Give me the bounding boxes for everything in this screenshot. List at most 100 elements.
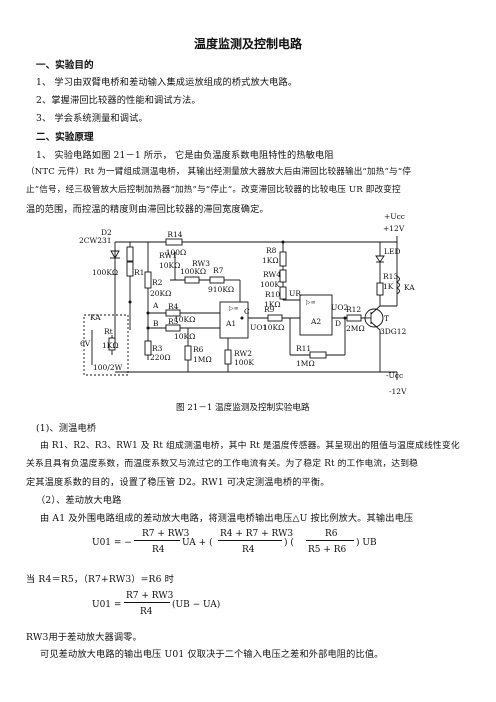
label-d2: D2 (101, 228, 112, 237)
eq2-lhs: U01 = (92, 600, 122, 610)
equation-1: U01 = − R7 + RW3 R4 UA + ( R4 + R7 + RW3… (92, 527, 422, 561)
label-heater: 100/2W (93, 363, 123, 372)
label-r2: R2 (152, 278, 163, 287)
sub2-condition: 当 R4＝R5，（R7+RW3）=R6 时 (26, 574, 174, 585)
section2-line: 1、 实验电路如图 21－1 所示， 它是由负温度系数电阻特性的热敏电阻 (36, 150, 334, 161)
label-ucc-bottom: -Ucc (386, 371, 403, 380)
sub1-line: 由 R1、R2、R3、RW1 及 Rt 组成测温电桥，其中 Rt 是温度传感器。… (40, 441, 460, 451)
label-rw4: RW4 (263, 270, 281, 279)
label-uo2: UO2 (331, 303, 348, 312)
label-r5-value: 10KΩ (174, 332, 195, 341)
section1-heading: 一、实验目的 (36, 60, 94, 71)
page-title: 温度监测及控制电路 (193, 37, 302, 51)
figure-caption: 图 21－1 温度监测及控制实验电路 (176, 403, 310, 413)
label-node-b: B (153, 319, 159, 328)
label-r3-value: 220Ω (150, 353, 171, 362)
eq1-frac1-den: R4 (152, 545, 165, 555)
eq1-frac1-num: R7 + RW3 (142, 529, 190, 539)
eq1-lhs: U01 = − (92, 538, 132, 548)
sub2-heading: （2）、差动放大电路 (36, 495, 122, 506)
circuit-diagram: R14 100Ω D2 2CW231 RW1 10KΩ 100KΩ R1 RW3… (79, 212, 415, 396)
label-ur: UR (289, 289, 301, 298)
label-rw1-value: 10KΩ (159, 261, 180, 270)
label-r3: R3 (152, 344, 163, 353)
label-node-c: C (244, 307, 250, 316)
eq1-ub: ) UB (356, 538, 377, 548)
label-rw4-value: 100K (260, 280, 280, 289)
label-r8: R8 (266, 246, 277, 255)
fraction-bar (124, 602, 170, 603)
eq1-frac3-num: R6 (325, 529, 338, 539)
label-rw2-value: 100K (234, 358, 254, 367)
eq1-frac3-den: R5 + R6 (308, 545, 347, 555)
eq1-frac2-den: R4 (242, 545, 255, 555)
label-r13: R13 (383, 272, 398, 281)
label-r5: R5 (168, 317, 179, 326)
label-a1-symbol: ▷∞ (229, 305, 239, 312)
label-r2-value: 20KΩ (150, 289, 171, 298)
label-ka-switch: KA (90, 313, 101, 322)
label-transistor-value: 3DG12 (380, 327, 407, 336)
label-led: LED (384, 247, 400, 256)
label-rt: Rt (104, 327, 113, 336)
fraction-bar (134, 540, 180, 541)
label-r10: R10 (265, 290, 280, 299)
label-d2-value: 2CW231 (79, 236, 112, 245)
label-r12-value: 2MΩ (346, 324, 365, 333)
fraction-bar (218, 540, 282, 541)
sub1-heading: (1)、测温电桥 (36, 423, 97, 434)
label-r14-value: 100Ω (166, 248, 187, 257)
sub1-line: 关系且具有负温度系数，而温度系数又与流过它的工作电流有关。为了稳定 Rt 的工作… (26, 459, 419, 469)
sub1-line: 定其温度系数的目的，设置了稳压管 D2。RW1 可决定测温电桥的平衡。 (26, 477, 330, 488)
label-rw3-value: 100KΩ (180, 267, 206, 276)
label-minus12v: -12V (389, 387, 407, 396)
label-r6: R6 (193, 345, 204, 354)
label-a2-symbol: ▷∞ (306, 299, 316, 306)
label-r7: R7 (213, 266, 224, 275)
label-plus12v: +12V (383, 224, 405, 233)
section2-heading: 二、实验原理 (36, 132, 94, 143)
label-r13-value: 1K (383, 282, 394, 291)
label-rw1: RW1 (159, 251, 177, 260)
sub2-line: 由 A1 及外围电路组成的差动放大电路，将测温电桥输出电压△U 按比例放大。其输… (40, 513, 414, 524)
label-r12: R12 (346, 305, 361, 314)
eq1-frac2-num: R4 + R7 + RW3 (220, 529, 294, 539)
eq2-rhs: (UB − UA) (172, 600, 221, 610)
label-r9: R9 (264, 305, 275, 314)
label-a1: A1 (225, 319, 236, 328)
section1-item: 3、 学会系统测量和调试。 (36, 113, 148, 124)
label-ka-relay: KA (404, 283, 415, 292)
eq1-ua: UA + ( (182, 538, 213, 548)
sub2-rw3-note: RW3用于差动放大器调零。 (26, 632, 142, 643)
label-r6-value: 1MΩ (193, 355, 212, 364)
label-ucc-top: +Ucc (384, 212, 405, 221)
label-r4: R4 (168, 302, 179, 311)
label-r14: R14 (167, 230, 182, 239)
label-r1-value: 100KΩ (92, 268, 118, 277)
label-r11-value: 1MΩ (296, 359, 315, 368)
eq2-num: R7 + RW3 (126, 591, 174, 601)
label-rw3: RW3 (192, 259, 210, 268)
label-uo1: UO1 (250, 323, 267, 332)
equation-2: U01 = R7 + RW3 R4 (UB − UA) (92, 589, 292, 623)
section2-line: 止”信号，经三极管放大后控制加热器“加热”与“停止”。改变滞回比较器的比较电压 … (26, 185, 401, 195)
fraction-bar (306, 540, 354, 541)
eq1-mid: ) ( (284, 538, 294, 548)
label-node-a: A (152, 301, 159, 310)
section2-line: （NTC 元件）Rt 为一臂组成测温电桥， 其输出经测量放大器放大后由滞回比较器… (26, 167, 412, 177)
section1-item: 2、掌握滞回比较器的性能和调试方法。 (36, 95, 201, 106)
section2-line: 温的范围，而控温的精度则由滞回比较器的滞回宽度确定。 (26, 204, 269, 215)
label-r4-value: 10KΩ (174, 315, 195, 324)
label-r7-value: 910KΩ (208, 285, 234, 294)
label-r11: R11 (296, 344, 311, 353)
label-r9-value: 10KΩ (263, 323, 284, 332)
sub2-last-line: 可见差动放大电路的输出电压 U01 仅取决于二个输入电压之差和外部电阻的比值。 (40, 649, 384, 660)
eq2-den: R4 (140, 607, 153, 617)
label-r10-value: 1KΩ (264, 300, 281, 309)
label-r1: R1 (134, 268, 144, 277)
label-a2: A2 (310, 317, 321, 326)
label-6v: 6V (80, 339, 91, 348)
section1-item: 1、 学习由双臂电桥和差动输入集成运放组成的桥式放大电路。 (36, 77, 298, 88)
label-rw2: RW2 (234, 349, 252, 358)
label-r8-value: 1KΩ (262, 256, 279, 265)
